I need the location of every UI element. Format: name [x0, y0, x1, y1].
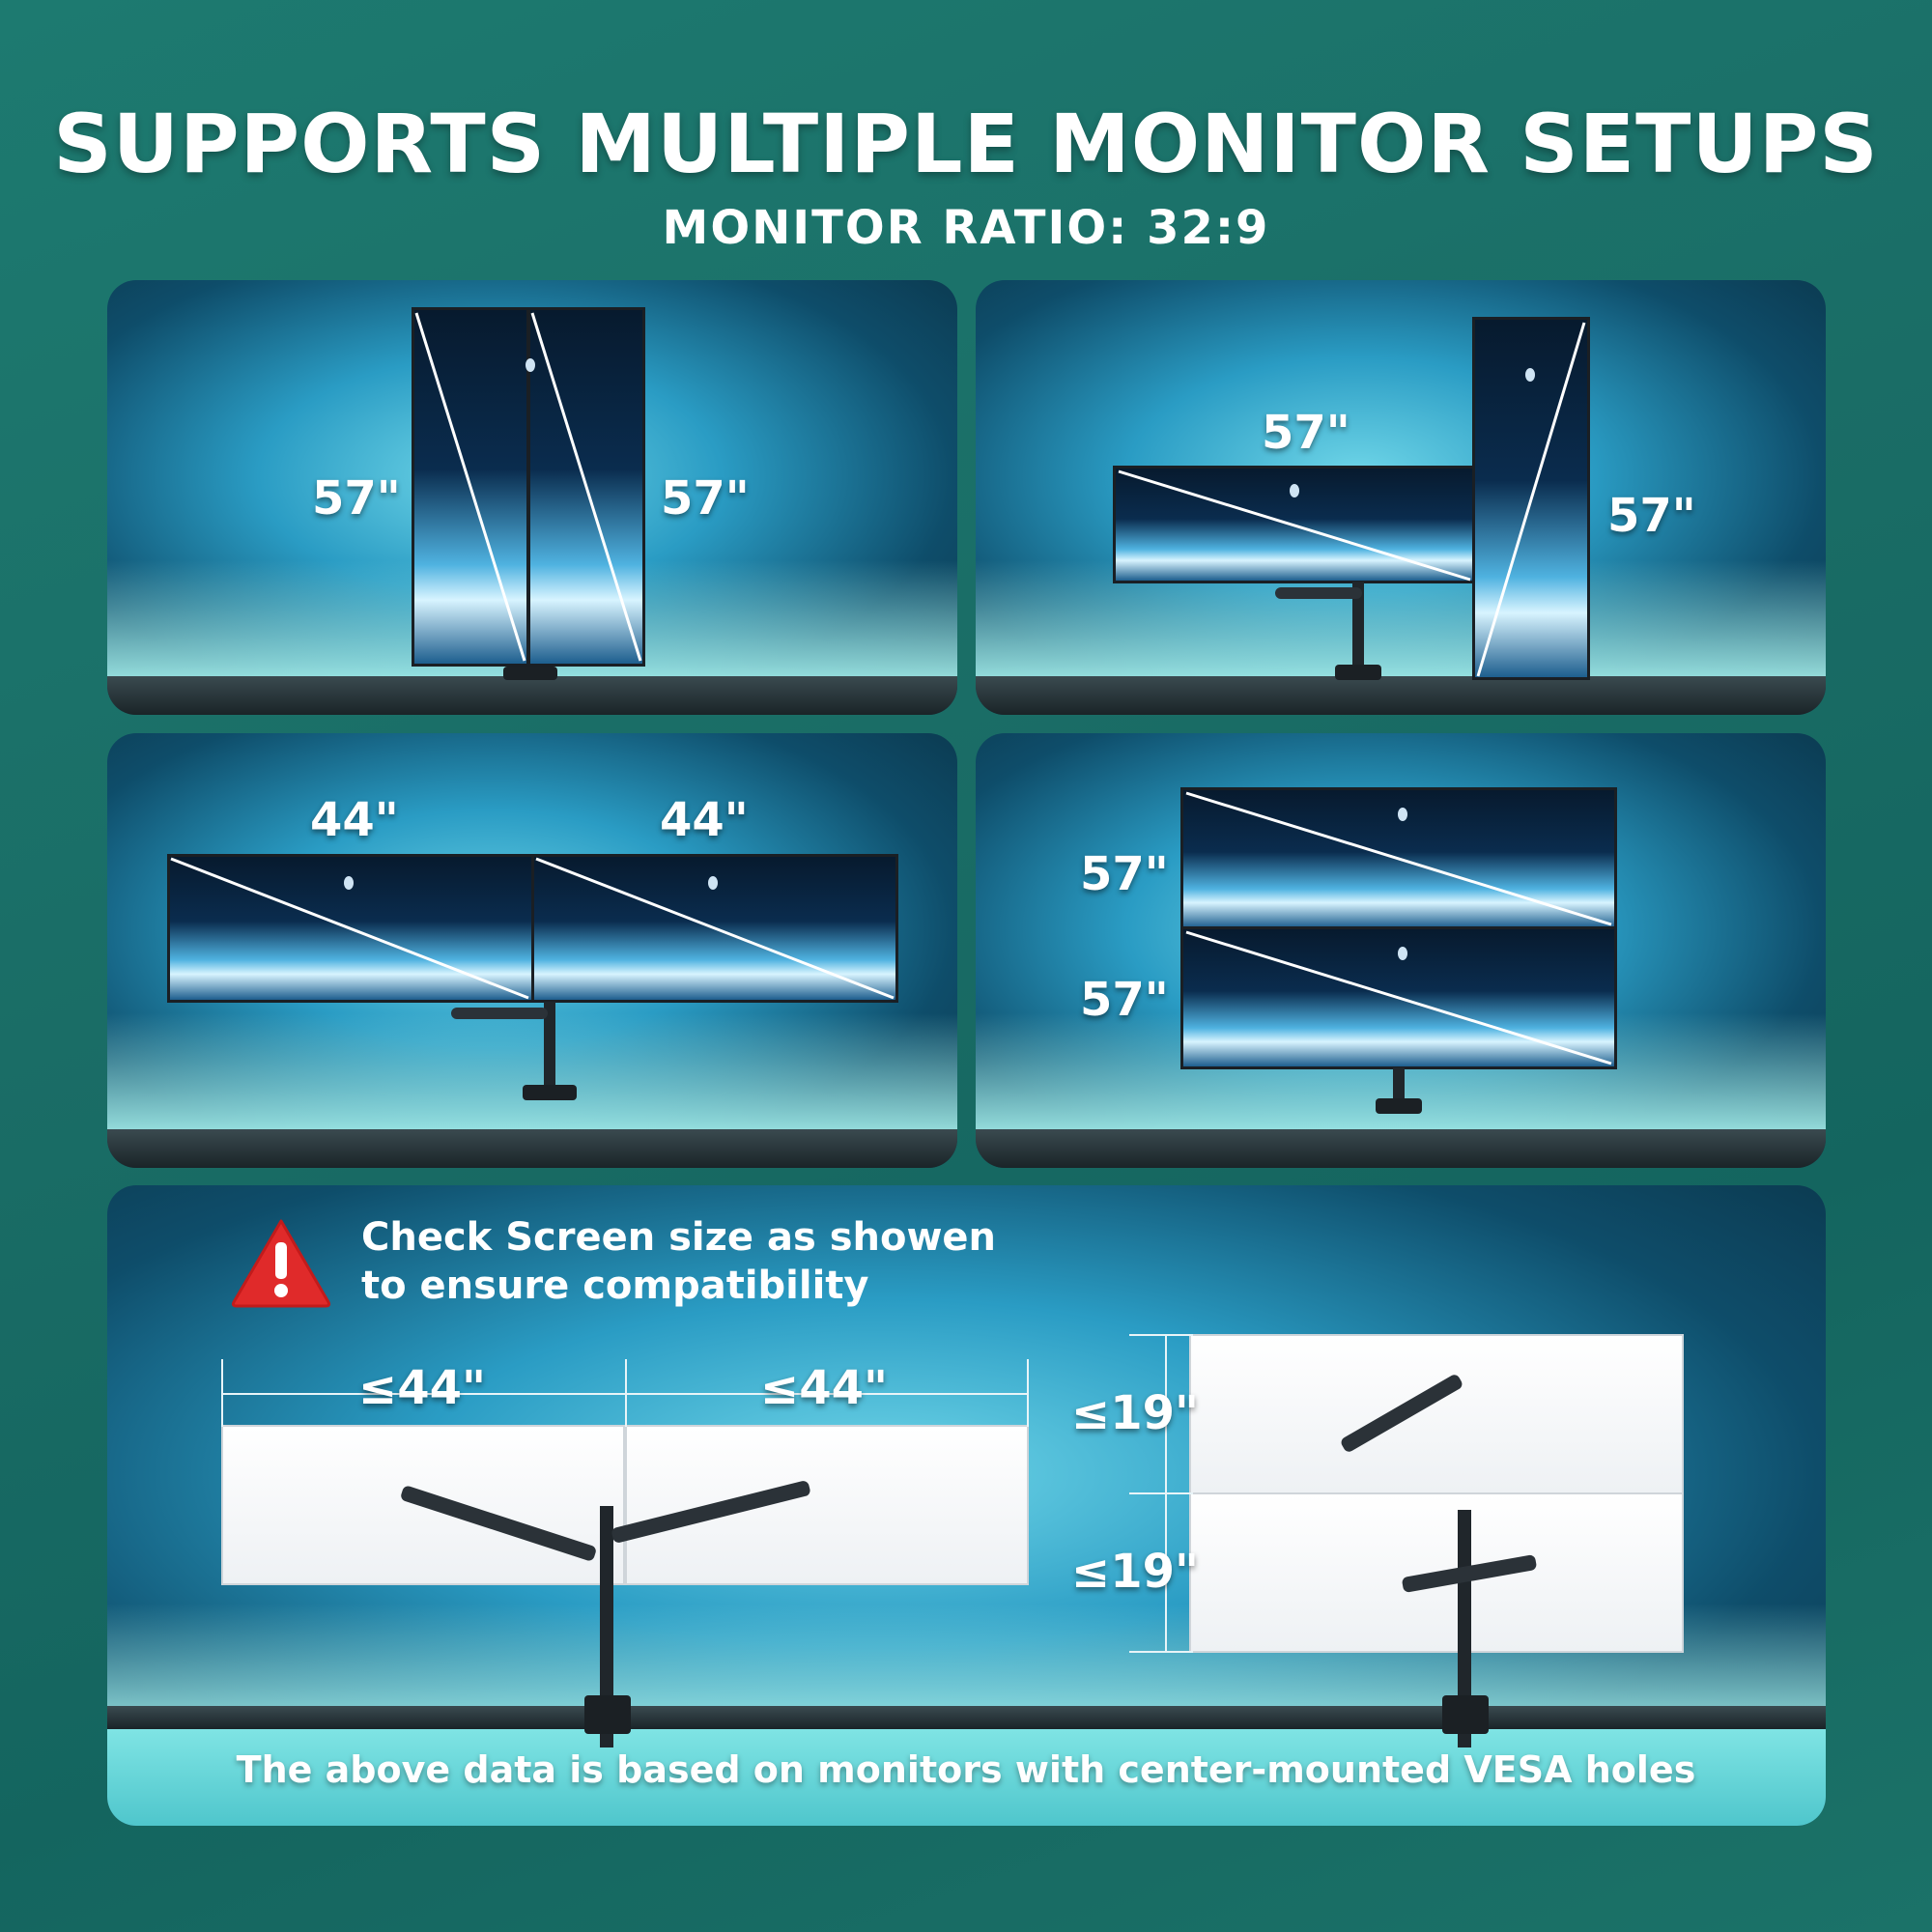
moon-graphic — [1290, 484, 1299, 497]
mount-base — [503, 667, 557, 680]
moon-graphic — [1525, 368, 1535, 382]
desk-glow — [107, 1013, 957, 1129]
diagonal-arrows — [1185, 791, 1612, 1065]
size-label-top: 57" — [1080, 847, 1169, 901]
size-label-left: 44" — [310, 793, 399, 847]
mount-base — [1335, 665, 1381, 680]
width-label-left: ≤44" — [358, 1361, 487, 1415]
desk — [976, 676, 1826, 715]
monitor-back-top — [1189, 1334, 1684, 1494]
size-label-bottom: 57" — [1080, 973, 1169, 1027]
setup-panel-horizontal-vertical: 57" 57" — [976, 280, 1826, 715]
vesa-footnote: The above data is based on monitors with… — [236, 1748, 1696, 1791]
desk-rail — [107, 1706, 1826, 1729]
desk — [107, 1129, 957, 1168]
moon-graphic — [1398, 808, 1407, 821]
setup-panel-dual-vertical: 57" 57" — [107, 280, 957, 715]
mount-pole-left — [600, 1506, 613, 1747]
dimension-tick — [625, 1359, 627, 1427]
compatibility-warning: Check Screen size as showen to ensure co… — [361, 1215, 997, 1308]
diagonal-arrows — [1118, 322, 1586, 677]
desk — [107, 676, 957, 715]
setup-panel-stacked: 57" 57" — [976, 733, 1826, 1168]
mount-pole — [1352, 582, 1364, 668]
dimension-tick — [221, 1359, 223, 1427]
size-label-right: 57" — [1607, 489, 1696, 543]
width-label-right: ≤44" — [760, 1361, 889, 1415]
mount-arm — [1275, 587, 1362, 599]
size-label-right: 44" — [660, 793, 749, 847]
mount-pole — [1393, 1067, 1405, 1102]
size-label-left: 57" — [312, 471, 401, 526]
size-label-top: 57" — [1262, 406, 1350, 460]
mount-pole — [544, 1002, 555, 1085]
compatibility-panel: ≤44" ≤44" ≤19" ≤19" — [107, 1185, 1826, 1826]
moon-graphic — [1398, 947, 1407, 960]
height-label-bottom: ≤19" — [1071, 1545, 1200, 1599]
diagonal-arrows — [414, 312, 642, 662]
mount-arm — [451, 1008, 548, 1019]
monitor-left-vertical — [412, 307, 529, 667]
warning-icon — [231, 1219, 331, 1308]
dimension-tick — [1129, 1334, 1193, 1336]
moon-graphic — [344, 876, 354, 890]
dimension-tick — [1129, 1492, 1193, 1494]
mount-base — [1376, 1098, 1422, 1114]
height-label-top: ≤19" — [1071, 1386, 1200, 1440]
clamp-left — [584, 1695, 631, 1734]
dimension-tick — [1027, 1359, 1029, 1427]
setup-panel-dual-horizontal: 44" 44" — [107, 733, 957, 1168]
clamp-right — [1442, 1695, 1489, 1734]
page-title: SUPPORTS MULTIPLE MONITOR SETUPS — [53, 97, 1879, 191]
page-subtitle: MONITOR RATIO: 32:9 — [662, 201, 1270, 255]
moon-graphic — [708, 876, 718, 890]
footer-band — [107, 1729, 1826, 1826]
monitor-back-right — [625, 1425, 1029, 1585]
diagonal-arrows — [170, 857, 895, 1000]
dimension-tick — [1129, 1651, 1193, 1653]
mount-base — [523, 1085, 577, 1100]
moon-graphic — [526, 358, 535, 372]
desk — [976, 1129, 1826, 1168]
size-label-right: 57" — [661, 471, 750, 526]
